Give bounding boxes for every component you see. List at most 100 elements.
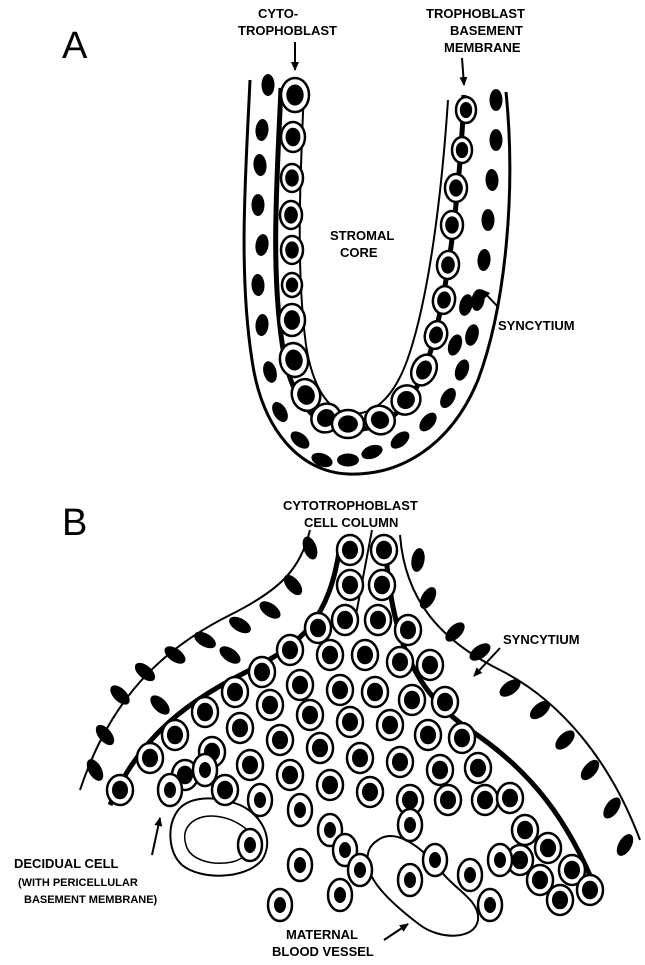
syncytial-nucleus — [262, 74, 275, 96]
panel-b-decidual-label-2: (WITH PERICELLULAR — [18, 877, 138, 889]
column-cell — [395, 615, 421, 645]
cytotrophoblast-cell — [406, 350, 441, 389]
column-cell — [365, 605, 391, 635]
column-cell — [387, 747, 413, 777]
column-cell — [435, 785, 461, 815]
syncytial-nucleus — [337, 454, 359, 467]
cytotrophoblast-cell — [281, 236, 303, 264]
syncytial-nucleus — [613, 831, 636, 858]
decidual-cell — [458, 859, 482, 891]
column-cell — [227, 713, 253, 743]
syncytial-nucleus — [261, 360, 279, 385]
column-cell — [387, 647, 413, 677]
column-cell — [432, 687, 458, 717]
decidual-cell — [193, 754, 217, 786]
syncytial-nucleus — [253, 153, 268, 176]
panel-a-letter: A — [62, 25, 88, 67]
panel-b-column-label-2: CELL COLUMN — [304, 515, 398, 530]
cytotrophoblast-cell — [452, 137, 472, 163]
panel-b-decidual-label-1: DECIDUAL CELL — [14, 856, 119, 871]
panel-b-vessel-label-1: MATERNAL — [286, 927, 358, 942]
cytotrophoblast-cell — [281, 164, 303, 192]
column-cell — [369, 570, 395, 600]
cytotrophoblast-cell — [431, 284, 458, 315]
column-cell — [371, 535, 397, 565]
cytotrophoblast-cell — [282, 273, 302, 297]
syncytial-nucleus — [482, 209, 495, 231]
cytotrophoblast-cell — [280, 201, 302, 229]
decidual-cell — [398, 864, 422, 896]
syncytial-nucleus — [490, 129, 503, 151]
panel-a: A CYTO- TROPHOBLAST TROPHOBLAST BASEMENT… — [62, 6, 575, 474]
syncytial-nucleus — [452, 357, 472, 382]
syncytial-nucleus — [255, 313, 270, 336]
column-cell — [512, 815, 538, 845]
decidual-cell — [158, 774, 182, 806]
column-cell — [357, 777, 383, 807]
cytotrophoblast-cell — [281, 78, 309, 112]
column-cell — [377, 710, 403, 740]
syncytial-nucleus — [477, 248, 492, 271]
syncytial-nucleus — [437, 385, 459, 411]
panel-a-tbm-arrow — [462, 58, 464, 85]
syncytial-nucleus — [410, 547, 427, 573]
syncytial-nucleus — [226, 613, 253, 636]
column-cell — [415, 720, 441, 750]
column-cell — [287, 670, 313, 700]
column-cell — [317, 770, 343, 800]
syncytial-nucleus — [255, 118, 270, 141]
column-cell — [277, 635, 303, 665]
decidual-cell — [488, 844, 512, 876]
column-cell — [307, 733, 333, 763]
syncytial-nucleus — [463, 323, 481, 348]
syncytial-nucleus — [191, 628, 218, 651]
syncytial-nucleus — [496, 676, 523, 700]
panel-b-column-label-1: CYTOTROPHOBLAST — [283, 498, 418, 513]
cytotrophoblast-cell — [456, 97, 476, 123]
column-cell — [137, 743, 163, 773]
panel-a-stroma-label-2: CORE — [340, 245, 378, 260]
panel-a-tbm-label-1: TROPHOBLAST — [426, 6, 525, 21]
column-cell — [337, 570, 363, 600]
syncytial-nucleus — [256, 598, 283, 622]
column-cell — [347, 743, 373, 773]
decidual-cell — [398, 809, 422, 841]
syncytial-nucleus — [252, 194, 265, 216]
panel-b: B CYTOTROPHOBLAST CELL COLUMN SYNCYTIUM … — [14, 498, 640, 959]
decidual-cell — [328, 879, 352, 911]
syncytial-nucleus — [552, 727, 578, 753]
cytotrophoblast-cell — [422, 319, 450, 352]
column-cell — [237, 750, 263, 780]
column-cell — [317, 640, 343, 670]
syncytial-nucleus — [161, 643, 188, 667]
panel-a-stroma-label-1: STROMAL — [330, 228, 394, 243]
column-cell — [327, 675, 353, 705]
decidual-cell — [423, 844, 447, 876]
column-cell — [222, 677, 248, 707]
column-cell — [162, 720, 188, 750]
syncytial-nucleus — [147, 692, 173, 718]
syncytial-nucleus — [280, 572, 305, 599]
syncytial-nucleus — [132, 659, 159, 684]
column-cell — [267, 725, 293, 755]
syncytial-nucleus — [251, 274, 265, 297]
syncytial-nucleus — [527, 697, 554, 722]
column-cell — [192, 697, 218, 727]
column-cell — [277, 760, 303, 790]
syncytial-nucleus — [309, 450, 334, 470]
syncytial-nucleus — [254, 233, 270, 257]
column-cell — [352, 640, 378, 670]
decidual-cell — [348, 854, 372, 886]
column-cell — [107, 775, 133, 805]
syncytial-nucleus — [490, 89, 503, 111]
column-cell — [362, 677, 388, 707]
syncytial-nucleus — [485, 169, 499, 192]
panel-b-decidual-arrow — [152, 818, 160, 855]
column-cell — [337, 707, 363, 737]
decidual-cell — [268, 889, 292, 921]
cytotrophoblast-cell — [441, 211, 463, 239]
column-cell — [305, 613, 331, 643]
panel-b-syncytium-label: SYNCYTIUM — [503, 632, 580, 647]
decidual-cell — [288, 849, 312, 881]
